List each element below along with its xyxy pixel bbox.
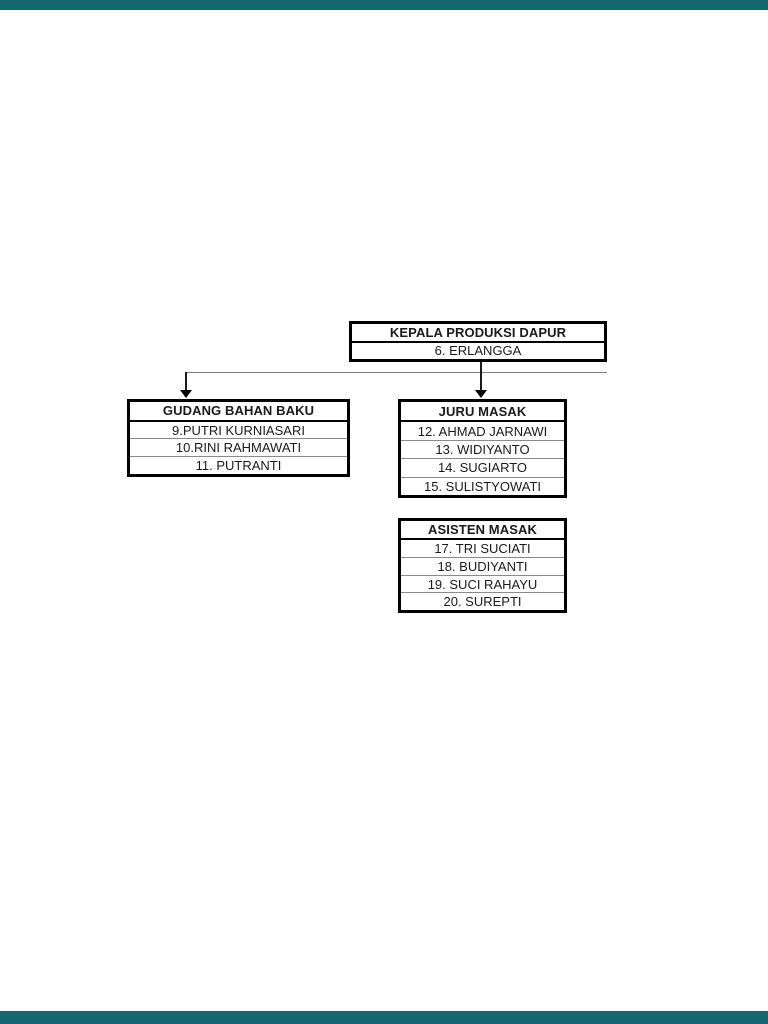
member-row: 11. PUTRANTI [130,456,347,474]
member-row: 18. BUDIYANTI [401,557,564,575]
member-row: 15. SULISTYOWATI [401,476,564,495]
member-row: 20. SUREPTI [401,592,564,610]
node-kepala-produksi-dapur: KEPALA PRODUKSI DAPUR 6. ERLANGGA [349,321,607,362]
connector-vertical-left [185,372,187,391]
member-row: 19. SUCI RAHAYU [401,574,564,593]
arrow-down-icon [180,390,192,398]
node-title: GUDANG BAHAN BAKU [130,402,347,422]
member-row: 9.PUTRI KURNIASARI [172,422,305,438]
viewer-top-bar [0,0,768,10]
node-title: JURU MASAK [401,402,564,423]
member-row: 12. AHMAD JARNAWI [417,423,548,439]
node-title: KEPALA PRODUKSI DAPUR [352,324,604,343]
member-row: 17. TRI SUCIATI [434,541,531,557]
arrow-down-icon [475,390,487,398]
member-row: 13. WIDIYANTO [401,439,564,458]
member-row: 10.RINI RAHMAWATI [130,438,347,456]
member-row: 14. SUGIARTO [401,458,564,476]
node-juru-masak: JURU MASAK 12. AHMAD JARNAWI 13. WIDIYAN… [398,399,567,498]
node-title: ASISTEN MASAK [401,521,564,541]
connector-horizontal [186,372,607,373]
member-row: 6. ERLANGGA [434,343,522,359]
viewer-bottom-bar [0,1011,768,1024]
node-gudang-bahan-baku: GUDANG BAHAN BAKU 9.PUTRI KURNIASARI 10.… [127,399,350,477]
node-asisten-masak: ASISTEN MASAK 17. TRI SUCIATI 18. BUDIYA… [398,518,567,613]
connector-vertical-root [480,362,482,391]
